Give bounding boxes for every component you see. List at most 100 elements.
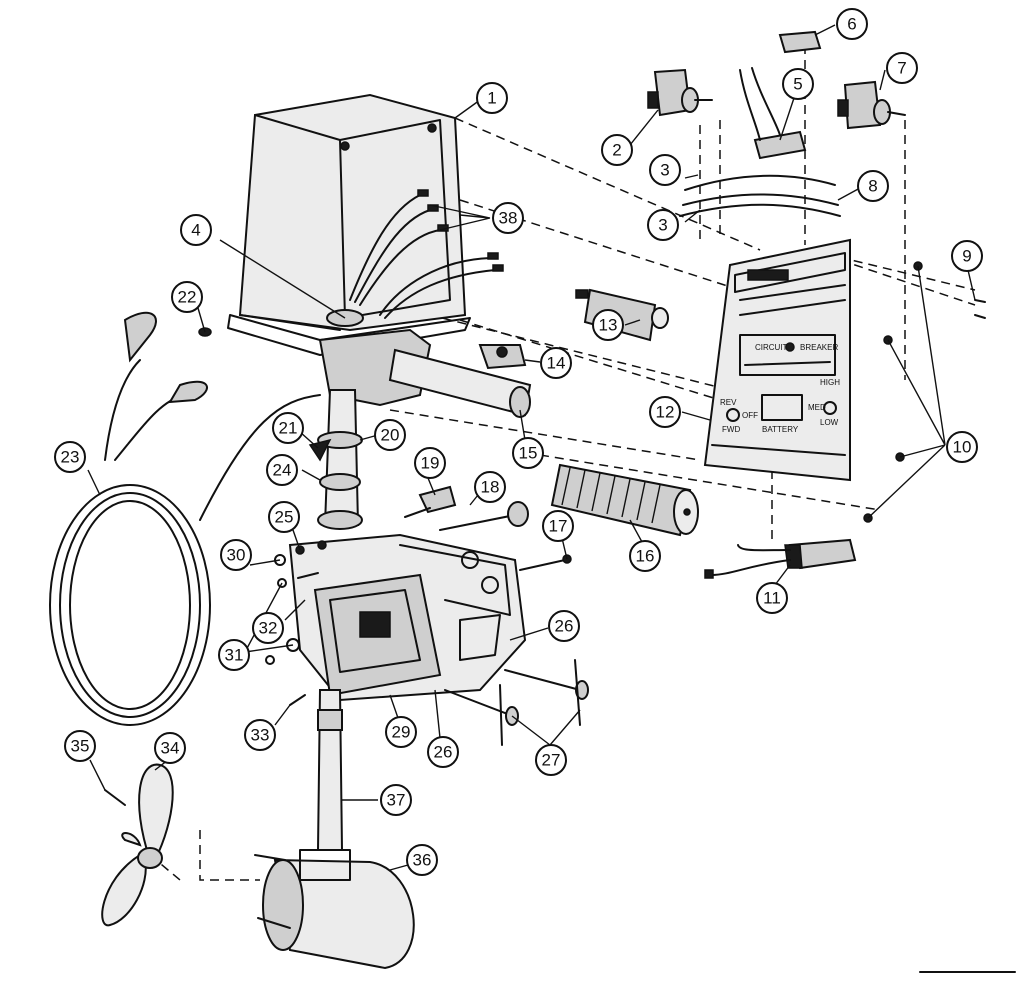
callout-circle: [427, 736, 459, 768]
callout-number: 8: [868, 177, 877, 196]
callouts: [87, 24, 976, 871]
washers: [265, 554, 319, 706]
callout-circle: [548, 610, 580, 642]
clamp-screws: [444, 659, 589, 746]
wire-clip: [478, 344, 527, 370]
callout-number: 10: [953, 438, 972, 457]
callout-number: 21: [279, 419, 298, 438]
callout-circle: [857, 170, 889, 202]
plate-low-label: LOW: [820, 418, 839, 427]
callout-number: 23: [61, 448, 80, 467]
callout-circle: [512, 437, 544, 469]
callout-number: 34: [161, 739, 180, 758]
callout-circle: [380, 784, 412, 816]
callout-number: 15: [519, 444, 538, 463]
callout-12: 12: [649, 396, 681, 428]
callout-number: 17: [549, 517, 568, 536]
callout-number: 38: [499, 209, 518, 228]
callout-number: 1: [487, 89, 496, 108]
callout-number: 27: [542, 751, 561, 770]
callout-number: 26: [555, 617, 574, 636]
plate-battery-label: BATTERY: [762, 425, 799, 434]
motor-housing: [254, 849, 415, 970]
callout-circle: [592, 309, 624, 341]
callout-3: 3: [649, 154, 681, 186]
callout-circle: [542, 510, 574, 542]
callout-11: 11: [756, 582, 788, 614]
callout-circle: [414, 447, 446, 479]
callout-circle: [540, 347, 572, 379]
arc-wire-set: [679, 174, 841, 217]
small-connector: [778, 30, 822, 54]
callout-6: 6: [836, 8, 868, 40]
callout-circle: [886, 52, 918, 84]
lower-shaft: [316, 689, 344, 851]
callout-number: 20: [381, 426, 400, 445]
callout-23: 23: [54, 441, 86, 473]
callout-circle: [54, 441, 86, 473]
plate-fwd-label: FWD: [722, 425, 740, 434]
callout-18: 18: [474, 471, 506, 503]
callout-circle: [756, 582, 788, 614]
callout-number: 7: [897, 59, 906, 78]
callout-circle: [951, 240, 983, 272]
callout-number: 29: [392, 723, 411, 742]
callout-number: 9: [962, 247, 971, 266]
callout-26: 26: [548, 610, 580, 642]
control-head-housing: [227, 93, 471, 407]
callout-number: 35: [71, 737, 90, 756]
callout-circle: [629, 540, 661, 572]
callout-21: 21: [272, 412, 304, 444]
callout-circle: [218, 639, 250, 671]
callout-circle: [649, 154, 681, 186]
callout-circle: [220, 539, 252, 571]
callout-1: 1: [476, 82, 508, 114]
callout-number: 2: [612, 141, 621, 160]
callout-38: 38: [492, 202, 524, 234]
callout-number: 12: [656, 403, 675, 422]
rocker-switch: [739, 67, 807, 160]
callout-30: 30: [220, 539, 252, 571]
plate-high-label: HIGH: [820, 378, 840, 387]
callout-13: 13: [592, 309, 624, 341]
plate-med-label: MED: [808, 403, 826, 412]
callout-24: 24: [266, 454, 298, 486]
callout-number: 11: [763, 589, 781, 608]
callout-31: 31: [218, 639, 250, 671]
callout-number: 14: [547, 354, 566, 373]
callout-number: 13: [599, 316, 618, 335]
plate-circuit-label: CIRCUIT: [755, 343, 788, 352]
callout-circle: [268, 501, 300, 533]
callout-20: 20: [374, 419, 406, 451]
tiller-arm: [388, 348, 532, 418]
callout-number: 30: [227, 546, 246, 565]
callout-circle: [180, 214, 212, 246]
callout-7: 7: [886, 52, 918, 84]
callout-36: 36: [406, 844, 438, 876]
callout-circle: [647, 209, 679, 241]
steering-shaft: [308, 389, 363, 530]
callout-circle: [476, 82, 508, 114]
callout-number: 4: [191, 221, 200, 240]
callout-34: 34: [154, 732, 186, 764]
callout-number: 32: [259, 619, 278, 638]
callout-8: 8: [857, 170, 889, 202]
callout-circle: [272, 412, 304, 444]
callout-17: 17: [542, 510, 574, 542]
callout-circle: [492, 202, 524, 234]
callout-15: 15: [512, 437, 544, 469]
callout-19: 19: [414, 447, 446, 479]
wire-harness: [704, 538, 857, 579]
callout-number: 24: [273, 461, 292, 480]
callout-37: 37: [380, 784, 412, 816]
internal-wires: [349, 189, 504, 319]
callout-circle: [946, 431, 978, 463]
callout-number: 22: [178, 288, 197, 307]
battery-cable: [49, 311, 321, 726]
callout-number: 16: [636, 547, 655, 566]
callout-25: 25: [268, 501, 300, 533]
callout-number: 36: [413, 851, 432, 870]
callout-number: 5: [793, 75, 802, 94]
screws: [863, 261, 986, 523]
callout-circle: [154, 732, 186, 764]
